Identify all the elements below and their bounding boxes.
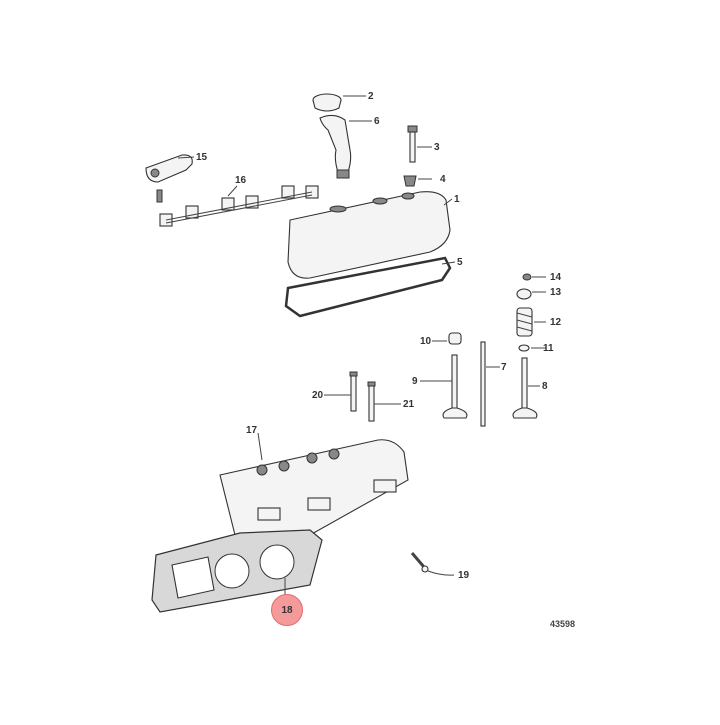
label-14: 14 xyxy=(550,272,562,283)
rocker-supports-drawing xyxy=(159,185,319,227)
label-17: 17 xyxy=(246,425,258,436)
label-21: 21 xyxy=(403,399,415,410)
label-16: 16 xyxy=(235,175,247,186)
label-15: 15 xyxy=(196,152,208,163)
label-11: 11 xyxy=(543,343,554,354)
label-6: 6 xyxy=(374,116,380,127)
oil-fill-cap-drawing xyxy=(312,93,342,112)
label-4: 4 xyxy=(440,174,446,185)
label-7: 7 xyxy=(501,362,507,373)
label-2: 2 xyxy=(368,91,374,102)
label-12: 12 xyxy=(550,317,562,328)
label-3: 3 xyxy=(434,142,440,153)
label-10: 10 xyxy=(420,336,432,347)
label-19: 19 xyxy=(458,570,470,581)
callout-label: 18 xyxy=(281,604,293,616)
figure-number: 43598 xyxy=(550,619,576,629)
label-13: 13 xyxy=(550,287,562,298)
label-8: 8 xyxy=(542,381,548,392)
label-20: 20 xyxy=(312,390,324,401)
highlighted-callout-18[interactable]: 18 xyxy=(271,594,303,626)
label-5: 5 xyxy=(457,257,463,268)
label-1: 1 xyxy=(454,194,460,205)
label-9: 9 xyxy=(412,376,418,387)
